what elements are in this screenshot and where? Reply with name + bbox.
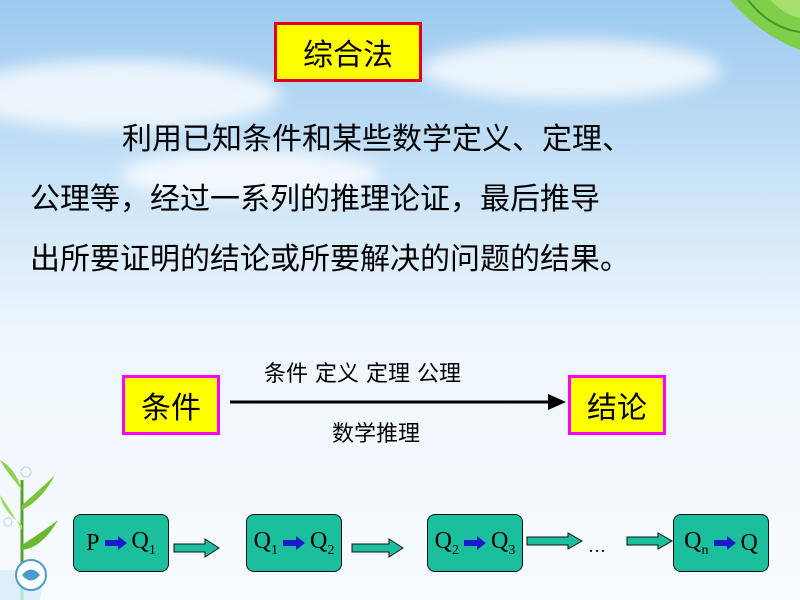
- title-box: 综合法: [274, 22, 422, 82]
- definition-paragraph: 利用已知条件和某些数学定义、定理、 公理等，经过一系列的推理论证，最后推导 出所…: [30, 110, 770, 290]
- chain-step-3: Q2 Q3: [427, 514, 523, 572]
- implies-arrow-icon: [713, 536, 736, 550]
- chain-arrow-icon: [526, 532, 584, 550]
- background-cloud: [120, 150, 380, 200]
- chain-term: Q1: [131, 527, 156, 558]
- chain-step-4: Qn Q: [673, 514, 769, 572]
- arrow-bottom-label: 数学推理: [332, 422, 421, 447]
- chain-term: Qn: [684, 527, 709, 558]
- chain-arrow-icon: [626, 532, 674, 550]
- arrow-top-label: 条件 定义 定理 公理: [264, 362, 461, 387]
- chain-ellipsis: …: [588, 536, 606, 556]
- chain-arrow-icon: [351, 538, 404, 558]
- chain-term: Q2: [310, 527, 335, 558]
- implies-arrow-icon: [104, 536, 127, 550]
- implies-arrow-icon: [464, 536, 486, 550]
- chain-term: P: [86, 529, 100, 556]
- chain-term: Q1: [253, 527, 278, 558]
- page-title: 综合法: [303, 38, 393, 73]
- chain-arrow-icon: [173, 538, 220, 558]
- condition-label: 条件: [141, 391, 201, 426]
- chain-step-2: Q1 Q2: [246, 514, 342, 572]
- paragraph-line: 出所要证明的结论或所要解决的问题的结果。: [30, 242, 630, 277]
- logo-badge-icon: [15, 559, 47, 591]
- background-cloud: [0, 60, 280, 130]
- condition-box: 条件: [122, 375, 220, 435]
- conclusion-label: 结论: [587, 391, 647, 426]
- leaf-decoration-icon: [730, 0, 800, 50]
- implies-arrow-icon: [283, 536, 305, 550]
- paragraph-line: 利用已知条件和某些数学定义、定理、: [122, 122, 632, 157]
- main-arrow-icon: [230, 394, 566, 410]
- paragraph-line: 公理等，经过一系列的推理论证，最后推导: [30, 182, 600, 217]
- chain-term: Q2: [434, 527, 459, 558]
- chain-term: Q: [740, 529, 758, 556]
- background-cloud: [420, 40, 720, 100]
- chain-term: Q3: [491, 527, 516, 558]
- conclusion-box: 结论: [568, 375, 666, 435]
- chain-step-1: P Q1: [73, 514, 169, 572]
